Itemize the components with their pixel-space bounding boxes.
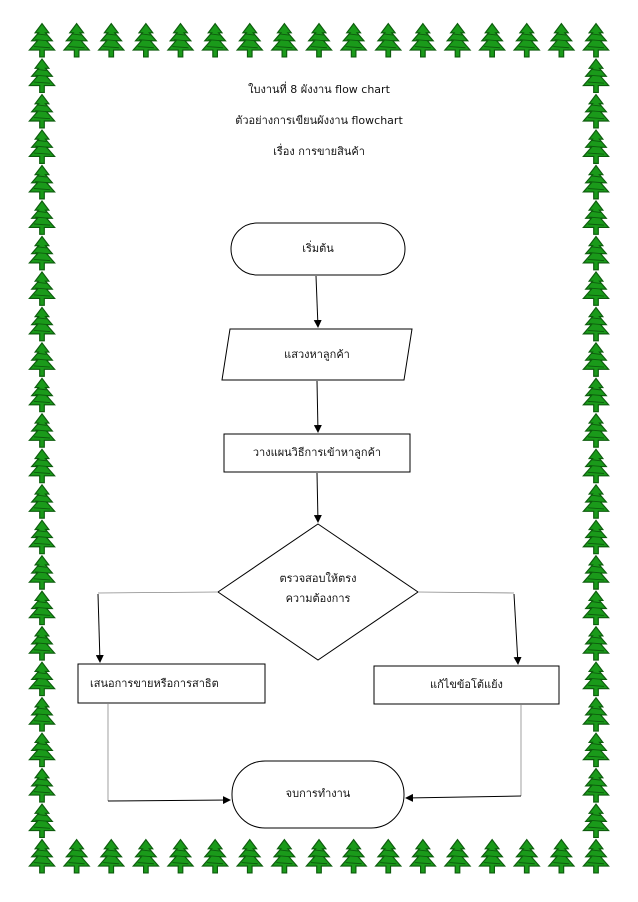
line-decision-right — [417, 591, 515, 594]
decision-diamond — [217, 523, 419, 661]
arrow-decision-to-left — [95, 593, 104, 663]
start-label: เริ่มต้น — [302, 242, 334, 255]
arrow-left-to-end — [107, 796, 231, 805]
example-subtitle: ตัวอย่างการเขียนผังงาน flowchart — [235, 114, 403, 127]
right-branch-box — [373, 665, 560, 705]
arrow-input-to-process — [313, 380, 322, 433]
input-label: แสวงหาลูกค้า — [284, 348, 350, 361]
arrow-process-to-decision — [313, 472, 322, 523]
arrow-decision-to-right — [513, 593, 522, 665]
line-decision-left — [97, 591, 219, 594]
worksheet-title: ใบงานที่ 8 ผังงาน flow chart — [248, 83, 390, 96]
decision-label-line2: ความต้องการ — [285, 592, 351, 605]
arrow-right-to-end — [405, 793, 522, 802]
end-label: จบการทำงาน — [285, 787, 351, 800]
start-terminator — [230, 222, 406, 276]
left-branch-box — [77, 663, 266, 704]
input-parallelogram — [221, 328, 413, 381]
end-terminator — [231, 760, 405, 829]
right-branch-label: แก้ไขข้อโต้แย้ง — [430, 678, 503, 691]
topic-title: เรื่อง การขายสินค้า — [273, 145, 365, 158]
process-box — [223, 433, 411, 473]
arrow-start-to-input — [313, 275, 322, 328]
process-label: วางแผนวิธีการเข้าหาลูกค้า — [252, 446, 382, 459]
left-branch-label: เสนอการขายหรือการสาธิต — [90, 677, 219, 690]
decision-label-line1: ตรวจสอบให้ตรง — [279, 572, 357, 585]
